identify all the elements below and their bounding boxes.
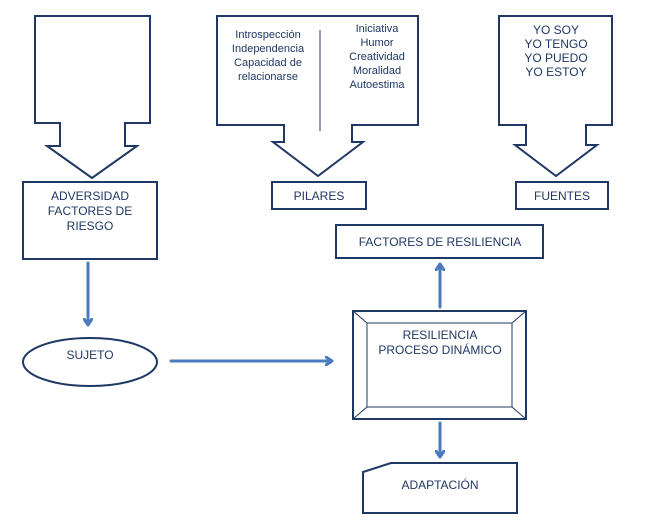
adversidad-box: ADVERSIDAD FACTORES DE RIESGO bbox=[22, 181, 158, 260]
fuentes-box: FUENTES bbox=[515, 181, 609, 210]
pilar-item: Introspección bbox=[235, 29, 300, 41]
factores-resiliencia-label: FACTORES DE RESILIENCIA bbox=[359, 235, 522, 249]
pilar-item: Autoestima bbox=[349, 79, 405, 91]
resiliencia-line: RESILIENCIA bbox=[403, 328, 478, 342]
sujeto-ellipse: SUJETO bbox=[22, 337, 158, 387]
fuentes-callout: YO SOY YO TENGO YO PUEDO YO ESTOY bbox=[498, 15, 613, 178]
adaptacion-box: ADAPTACIÓN bbox=[362, 462, 518, 514]
pilar-item: Creatividad bbox=[349, 51, 405, 63]
fuente-item: YO SOY bbox=[533, 23, 579, 37]
pilar-item: Moralidad bbox=[353, 65, 401, 77]
fuente-item: YO PUEDO bbox=[524, 51, 587, 65]
pilar-item: Capacidad de bbox=[234, 57, 302, 69]
fuente-item: YO ESTOY bbox=[525, 65, 586, 79]
adaptacion-label: ADAPTACIÓN bbox=[401, 477, 478, 492]
pilares-box: PILARES bbox=[271, 181, 367, 210]
fuente-item: YO TENGO bbox=[524, 37, 587, 51]
adversidad-line: FACTORES DE bbox=[48, 204, 132, 218]
sujeto-label: SUJETO bbox=[66, 348, 113, 362]
factores-resiliencia-box: FACTORES DE RESILIENCIA bbox=[335, 224, 544, 259]
fuentes-label: FUENTES bbox=[534, 189, 590, 203]
adversidad-line: RIESGO bbox=[67, 219, 114, 233]
pilar-item: Independencia bbox=[232, 43, 305, 55]
pilar-item: Humor bbox=[360, 37, 393, 49]
pilar-item: Iniciativa bbox=[356, 23, 400, 35]
adversidad-line: ADVERSIDAD bbox=[51, 189, 129, 203]
resiliencia-box: RESILIENCIA PROCESO DINÁMICO bbox=[352, 310, 527, 420]
resiliencia-line: PROCESO DINÁMICO bbox=[378, 342, 501, 357]
pilares-callout: Introspección Independencia Capacidad de… bbox=[216, 15, 419, 178]
pilares-label: PILARES bbox=[294, 189, 345, 203]
adversidad-callout bbox=[34, 15, 151, 180]
pilar-item: relacionarse bbox=[238, 71, 298, 83]
